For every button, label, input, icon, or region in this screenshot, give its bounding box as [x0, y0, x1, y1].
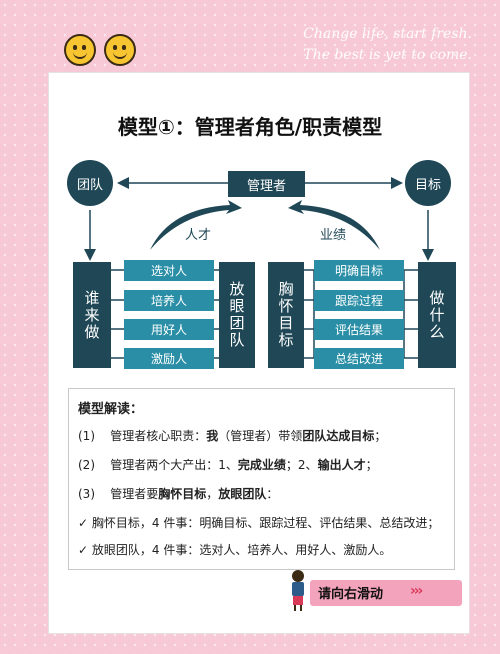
explanation-line-1: (1) 管理者核心职责：我（管理者）带领团队达成目标；	[78, 429, 387, 443]
performance-label: 业绩	[319, 228, 346, 243]
swipe-hint-label: 请向右滑动	[318, 587, 384, 602]
swipe-hint[interactable]	[310, 580, 462, 606]
right-item: 跟踪过程	[314, 290, 404, 311]
manager-node: 管理者	[228, 171, 305, 197]
explanation-line-2: (2) 管理者两个大产出：1、完成业绩；2、输出人才；	[78, 458, 378, 472]
goal-node: 目标	[405, 160, 451, 206]
smiley-icon	[104, 34, 136, 66]
who-box: 谁来做	[73, 262, 111, 368]
tagline: Change life, start fresh. The best is ye…	[303, 24, 472, 66]
chevron-right-icon: ›››	[410, 583, 423, 599]
right-item: 评估结果	[314, 319, 404, 340]
explanation-check-2: ✓ 放眼团队，4 件事：选对人、培养人、用好人、激励人。	[78, 543, 392, 557]
explanation-check-1: ✓ 胸怀目标，4 件事：明确目标、跟踪过程、评估结果、总结改进；	[78, 516, 440, 530]
talent-arc	[150, 200, 242, 250]
tagline-line-1: Change life, start fresh.	[303, 26, 472, 42]
right-item: 明确目标	[314, 260, 404, 281]
explanation-box	[68, 388, 455, 570]
performance-arc	[288, 200, 380, 250]
talent-label: 人才	[184, 228, 211, 243]
explanation-heading: 模型解读：	[78, 402, 144, 417]
team-focus-box: 放眼团队	[219, 262, 255, 368]
left-item: 用好人	[124, 319, 214, 340]
check-icon: ✓	[78, 543, 89, 557]
tagline-line-2: The best is yet to come.	[303, 47, 472, 63]
smiley-icon	[64, 34, 96, 66]
explanation-line-3: (3) 管理者要胸怀目标，放眼团队：	[78, 487, 279, 501]
check-icon: ✓	[78, 516, 89, 530]
right-item: 总结改进	[314, 348, 404, 369]
left-item: 选对人	[124, 260, 214, 281]
team-node: 团队	[67, 160, 113, 206]
what-box: 做什么	[418, 262, 456, 368]
left-item: 激励人	[124, 348, 214, 369]
left-item: 培养人	[124, 290, 214, 311]
teacher-icon	[292, 570, 304, 611]
page-title: 模型①：管理者角色/职责模型	[117, 115, 383, 139]
goal-focus-box: 胸怀目标	[268, 262, 304, 368]
